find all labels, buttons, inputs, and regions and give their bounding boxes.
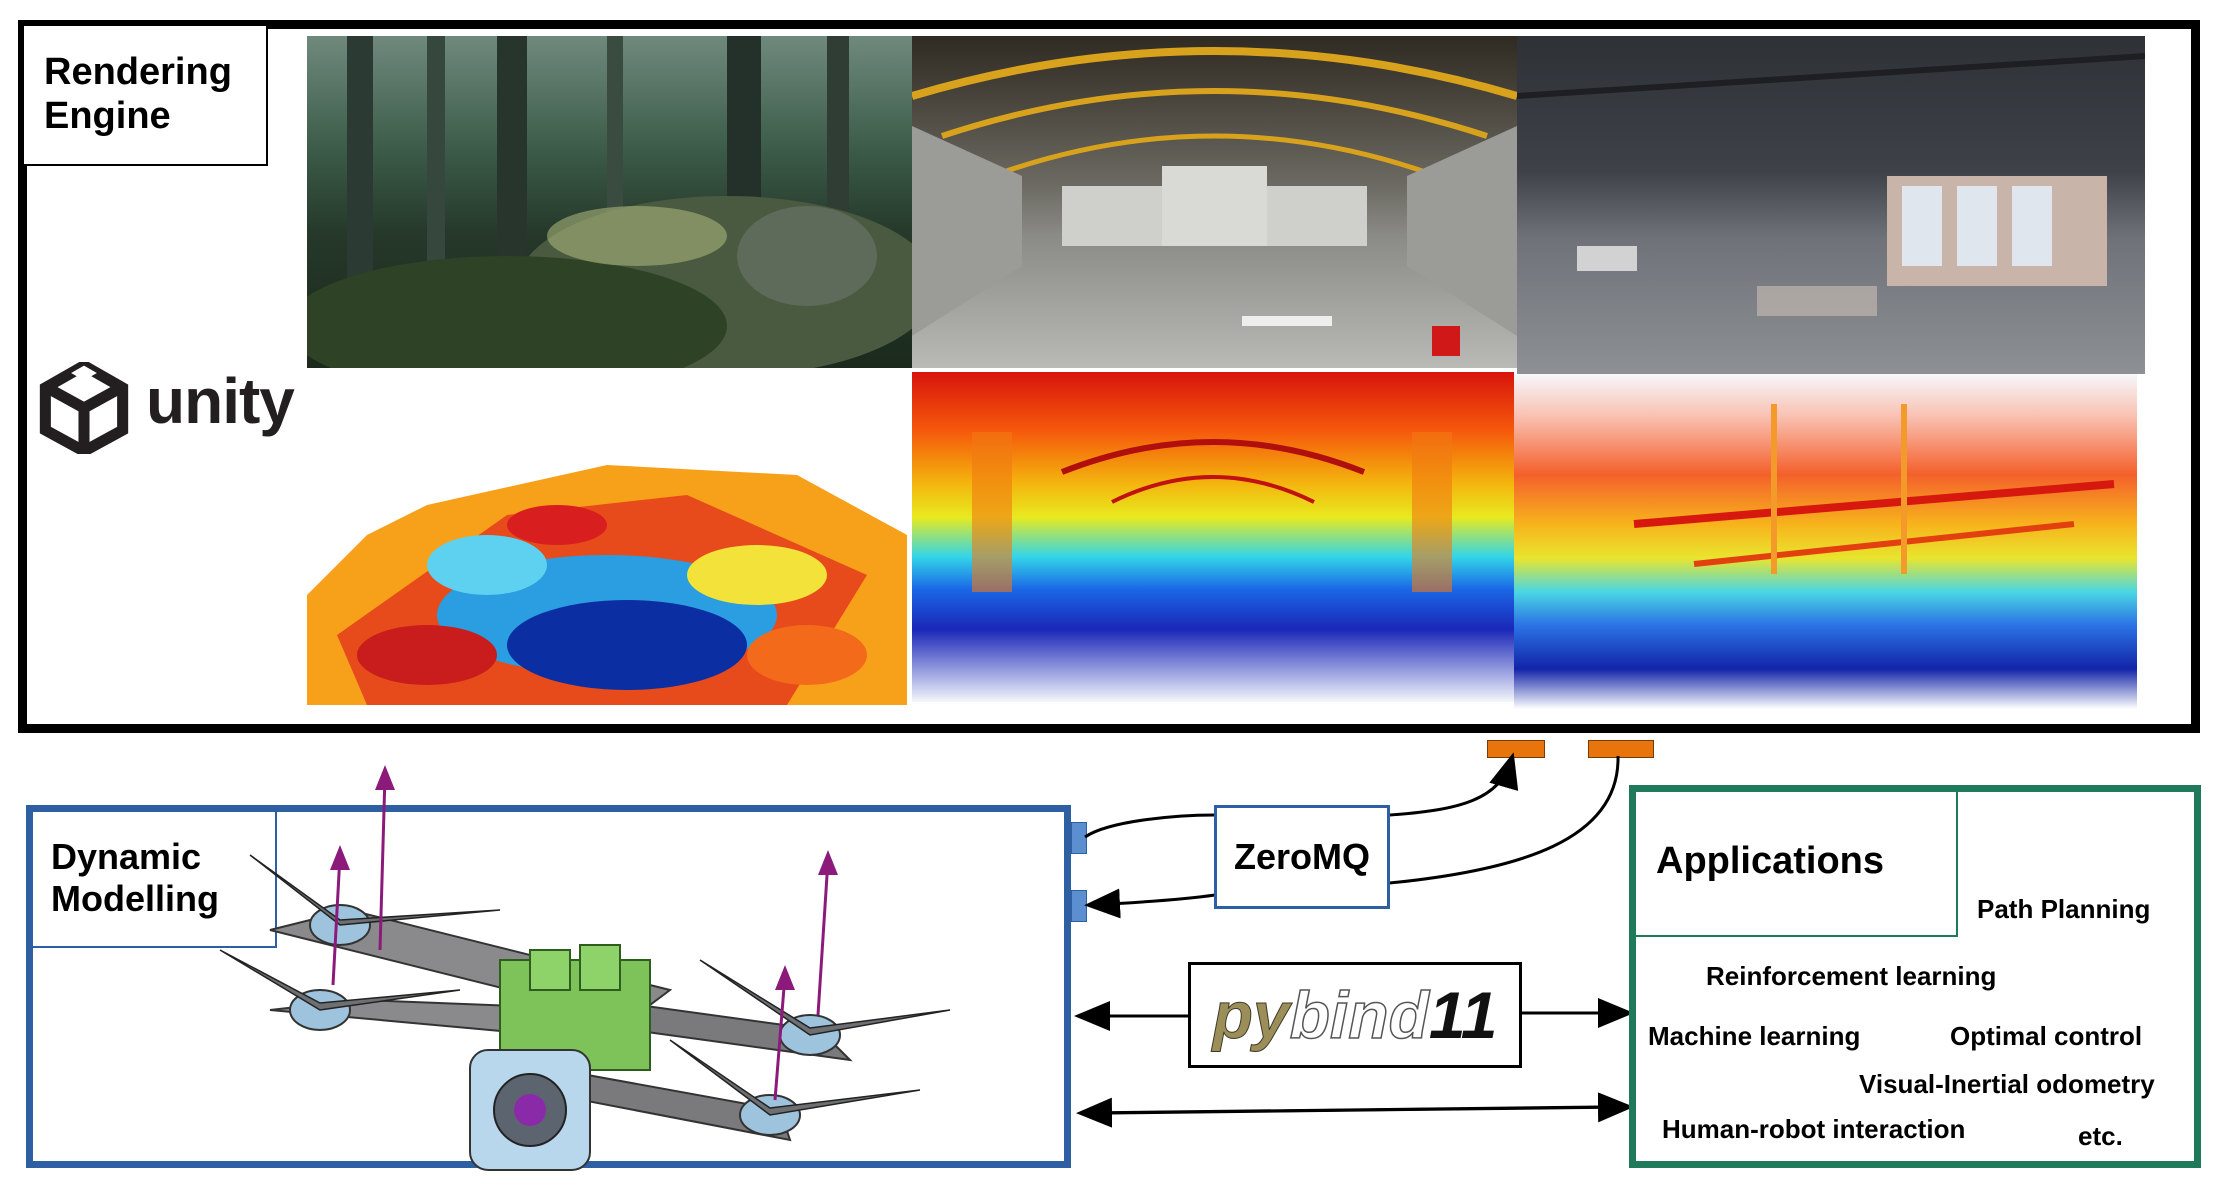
app-item-optimal-control: Optimal control [1950,1021,2143,1051]
warehouse-depth-illustration [1633,404,2115,574]
unity-logo: unity [38,360,300,456]
forest-pointcloud-illustration [307,465,907,705]
rendering-engine-frame [18,20,2200,733]
app-item-etc: etc. [2078,1121,2123,1151]
forest-render-image [307,36,912,368]
hangar-depth-image [912,372,1514,702]
warehouse-scene-illustration [1517,53,2145,316]
rendering-engine-title: Rendering Engine [24,26,268,166]
applications-title-box: Applications [1636,792,1958,937]
hangar-scene-illustration [912,47,1517,356]
unity-logo-text: unity [146,365,295,437]
pybind-logo-11: 11 [1428,978,1498,1052]
quadrotor-illustration [219,765,951,1171]
app-item-reinforcement-learning: Reinforcement learning [1706,961,1997,991]
zeromq-label: ZeroMQ [1233,836,1370,877]
app-item-visual-inertial-odometry: Visual-Inertial odometry [1859,1069,2155,1099]
pybind11-logo-box: py bind 11 [1188,962,1522,1068]
warehouse-render-image [1517,36,2145,374]
warehouse-depth-image [1514,374,2137,709]
forest-scene-illustration [307,36,912,368]
dynamics-port-out [1071,822,1087,854]
applications-title: Applications [1656,840,1885,882]
hangar-render-image [912,36,1517,368]
rendering-title-line2: Engine [44,95,171,137]
app-item-path-planning: Path Planning [1977,894,2151,924]
dynamics-title-line2: Modelling [51,878,219,919]
app-item-human-robot-interaction: Human-robot interaction [1662,1114,1966,1144]
applications-frame [1629,785,2201,1168]
zeromq-box: ZeroMQ [1214,805,1390,909]
rendering-port-in [1588,740,1654,758]
pybind-logo-bind: bind [1289,977,1430,1053]
forest-pointcloud-image [307,455,912,707]
hangar-depth-illustration [972,432,1452,592]
dynamic-modelling-title: Dynamic Modelling [33,812,277,948]
rendering-title-line1: Rendering [44,51,232,93]
unity-cube-icon [39,362,129,454]
pybind-logo-py: py [1212,978,1290,1053]
dynamics-title-line1: Dynamic [51,836,202,877]
app-item-machine-learning: Machine learning [1648,1021,1861,1051]
